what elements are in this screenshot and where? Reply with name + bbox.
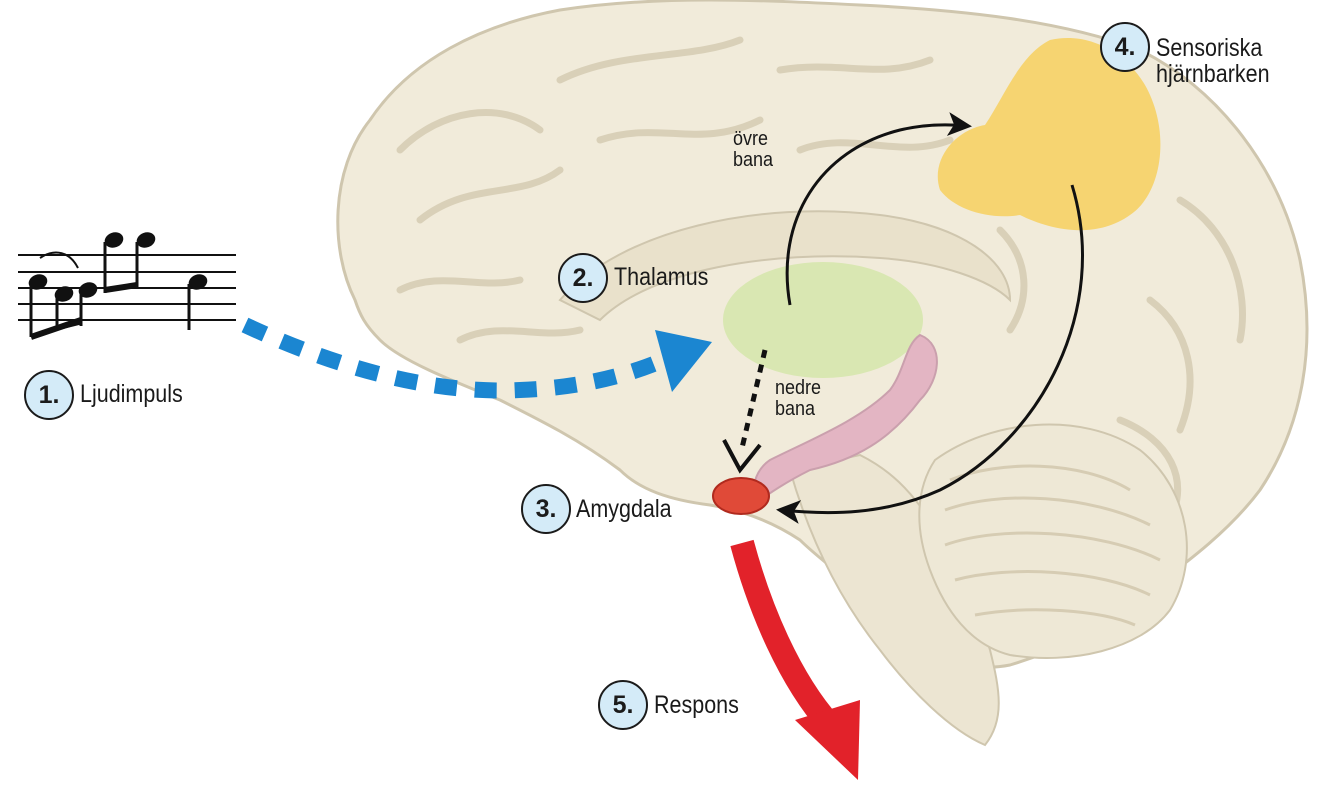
music-notes-icon <box>18 230 236 337</box>
step-5-badge: 5. <box>598 680 648 730</box>
upper-path-label: övre bana <box>733 129 773 171</box>
step-2-label: Thalamus <box>614 264 708 290</box>
step-3-badge: 3. <box>521 484 571 534</box>
step-2-badge: 2. <box>558 253 608 303</box>
thalamus-region <box>723 262 923 378</box>
step-1-badge: 1. <box>24 370 74 420</box>
response-arrow <box>742 543 830 725</box>
step-5-label: Respons <box>654 692 739 718</box>
step-3-label: Amygdala <box>576 496 672 522</box>
step-4-label: Sensoriska hjärnbarken <box>1156 35 1270 88</box>
step-4-badge: 4. <box>1100 22 1150 72</box>
step-1-label: Ljudimpuls <box>80 381 183 407</box>
amygdala-region <box>713 478 769 514</box>
lower-path-label: nedre bana <box>775 378 821 420</box>
